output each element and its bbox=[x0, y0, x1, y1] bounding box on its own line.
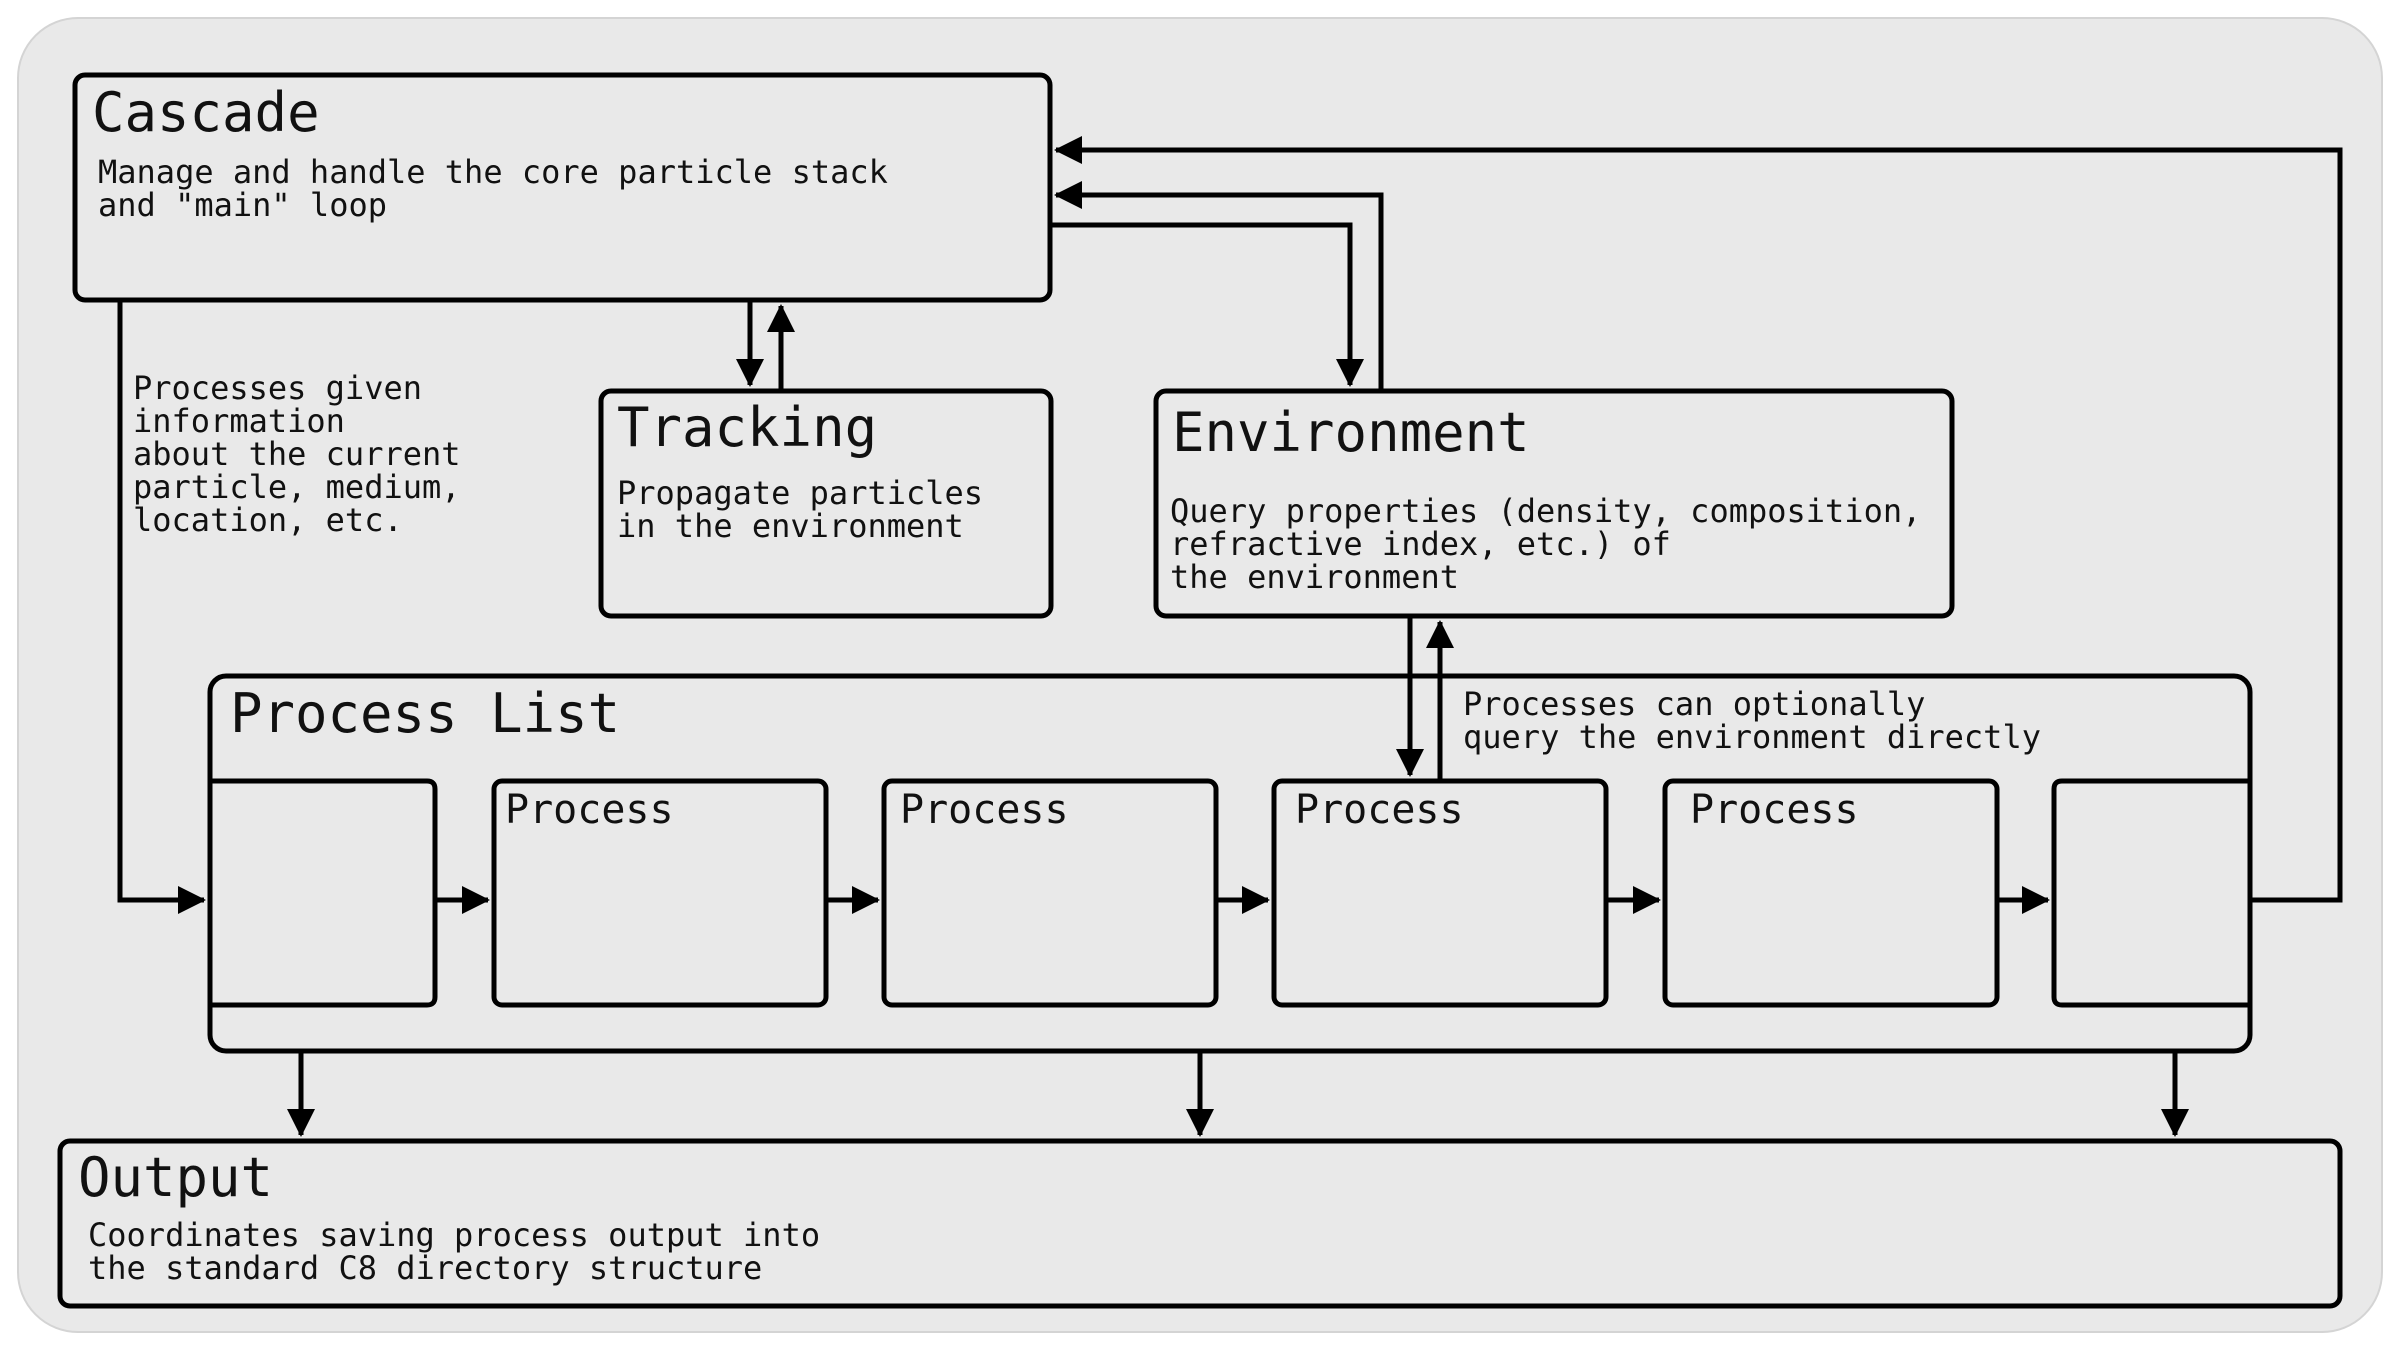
process-box-partial-right bbox=[2051, 778, 2250, 1008]
process-list-title: Process List bbox=[230, 682, 620, 745]
arrow-cascade-to-process-list bbox=[117, 300, 206, 914]
process-box-1: Process bbox=[491, 778, 829, 1008]
arrow-process-list-to-cascade bbox=[1054, 136, 2343, 903]
environment-desc-line-1: Query properties (density, composition, bbox=[1170, 492, 1921, 530]
process-box-4: Process bbox=[1662, 778, 2000, 1008]
env-optional-line-1: Processes can optionally bbox=[1463, 685, 1925, 723]
cascade-desc-line-2: and "main" loop bbox=[98, 186, 387, 224]
output-box: Output Coordinates saving process output… bbox=[57, 1138, 2343, 1309]
tracking-box: Tracking Propagate particles in the envi… bbox=[598, 388, 1054, 619]
output-desc-line-1: Coordinates saving process output into bbox=[88, 1216, 820, 1254]
processes-given-line-2: information bbox=[133, 402, 345, 440]
process-box-2: Process bbox=[881, 778, 1219, 1008]
processes-given-line-1: Processes given bbox=[133, 369, 422, 407]
tracking-title: Tracking bbox=[617, 396, 877, 459]
processes-given-line-4: particle, medium, bbox=[133, 468, 461, 506]
process-list-box: Process List bbox=[207, 673, 2253, 1054]
process-box-2-label: Process bbox=[900, 787, 1069, 833]
tracking-desc-line-2: in the environment bbox=[617, 507, 964, 545]
processes-given-line-5: location, etc. bbox=[133, 501, 403, 539]
environment-desc-line-3: the environment bbox=[1170, 558, 1459, 596]
arrow-environment-to-cascade bbox=[1054, 181, 1384, 391]
process-box-1-label: Process bbox=[505, 787, 674, 833]
output-desc-line-2: the standard C8 directory structure bbox=[88, 1249, 762, 1287]
cascade-box: Cascade Manage and handle the core parti… bbox=[72, 72, 1053, 303]
process-box-3-label: Process bbox=[1295, 787, 1464, 833]
cascade-title: Cascade bbox=[92, 81, 320, 144]
cascade-desc-line-1: Manage and handle the core particle stac… bbox=[98, 153, 888, 191]
process-box-partial-left bbox=[210, 778, 438, 1008]
environment-title: Environment bbox=[1172, 401, 1530, 464]
tracking-desc-line-1: Propagate particles bbox=[617, 474, 983, 512]
arrow-cascade-to-environment bbox=[1050, 222, 1364, 387]
env-optional-annotation: Processes can optionally query the envir… bbox=[1463, 685, 2041, 756]
processes-given-line-3: about the current bbox=[133, 435, 461, 473]
environment-box: Environment Query properties (density, c… bbox=[1153, 388, 1955, 619]
output-title: Output bbox=[78, 1146, 273, 1209]
environment-desc-line-2: refractive index, etc.) of bbox=[1170, 525, 1671, 563]
env-optional-line-2: query the environment directly bbox=[1463, 718, 2041, 756]
processes-given-annotation: Processes given information about the cu… bbox=[133, 369, 461, 539]
process-box-4-label: Process bbox=[1690, 787, 1859, 833]
